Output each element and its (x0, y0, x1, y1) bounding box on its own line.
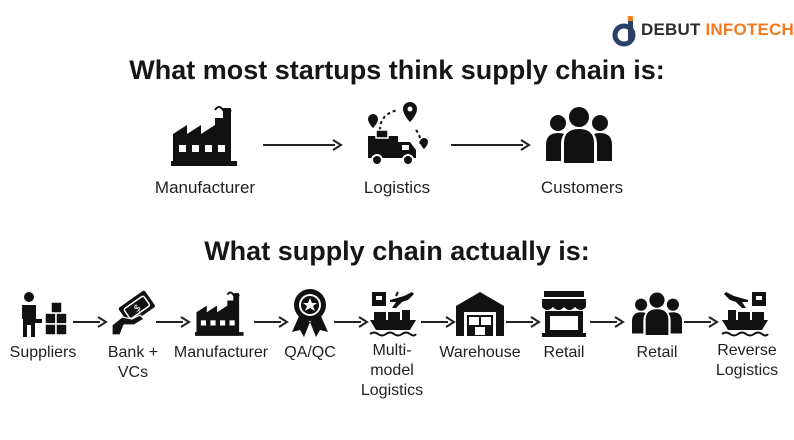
section2-step-label: Warehouse (439, 344, 521, 361)
people-group-icon (546, 107, 612, 163)
brand-name: DEBUT INFOTECH (641, 20, 794, 40)
section2-step-label: Bank + VCs (107, 344, 159, 381)
flow-arrow (73, 316, 108, 328)
warehouse-icon (456, 292, 504, 336)
section2-step-label: Multi-model Logistics (360, 342, 424, 399)
svg-text:$: $ (132, 302, 144, 315)
factory-icon (195, 291, 244, 336)
flow-arrow (156, 316, 191, 328)
hand-money-icon: $ (111, 290, 155, 336)
factory-icon (171, 106, 237, 166)
flow-arrow (334, 316, 369, 328)
flow-arrow (684, 316, 719, 328)
delivery-truck-route-icon (368, 102, 428, 166)
section1-step-label: Customers (540, 178, 624, 197)
section2-step-label: Retail (636, 344, 678, 361)
people-group-icon (632, 292, 682, 335)
storefront-icon (542, 291, 586, 337)
section1-step-label: Logistics (363, 178, 431, 197)
flow-arrow (421, 316, 456, 328)
flow-arrow (506, 316, 541, 328)
multimodal-logistics-icon (369, 291, 417, 337)
brand-logo-icon (612, 16, 636, 47)
flow-arrow (254, 316, 289, 328)
section2-step-label: Reverse Logistics (715, 342, 779, 379)
section1-heading: What most startups think supply chain is… (129, 55, 665, 85)
section2-step-label: Suppliers (9, 344, 77, 361)
flow-arrow (451, 139, 531, 151)
section2-step-label: QA/QC (284, 344, 336, 361)
brand-name-part1: DEBUT (641, 20, 701, 39)
quality-badge-icon (292, 289, 328, 337)
flow-arrow (590, 316, 625, 328)
flow-arrow (263, 139, 343, 151)
section2-step-label: Manufacturer (173, 344, 269, 361)
supplier-boxes-icon (22, 292, 68, 337)
section2-step-label: Retail (543, 344, 585, 361)
reverse-logistics-icon (721, 292, 769, 337)
brand-name-part2: INFOTECH (705, 20, 794, 39)
section2-heading: What supply chain actually is: (204, 236, 590, 266)
section1-step-label: Manufacturer (154, 178, 256, 197)
